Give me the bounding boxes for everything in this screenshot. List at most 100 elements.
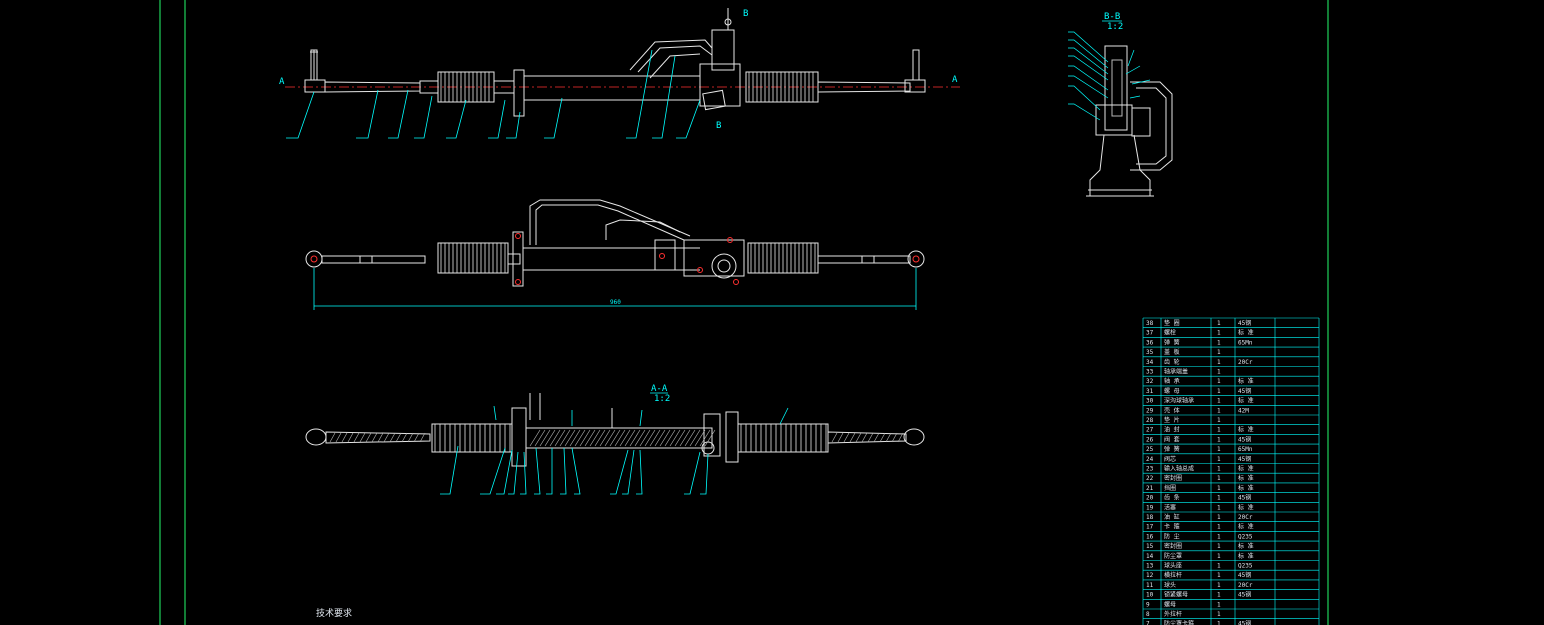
section-aa-scale: 1:2	[654, 394, 670, 404]
section-bb-leaders	[1068, 31, 1151, 121]
bom-name: 螺 母	[1164, 387, 1180, 395]
hatch-line	[654, 429, 666, 447]
bom-no: 33	[1146, 369, 1154, 376]
hatch-line	[594, 429, 606, 447]
bom-material: 标 准	[1238, 426, 1254, 434]
hatch-line	[704, 429, 716, 447]
bom-qty: 1	[1217, 456, 1221, 463]
hatch-line	[689, 429, 701, 447]
bom-name: 活塞	[1164, 503, 1176, 511]
hatch-line	[401, 432, 408, 443]
hatch-line	[574, 429, 586, 447]
hatch-line	[849, 432, 856, 443]
bom-material: 65Mn	[1238, 339, 1253, 346]
bom-material: 标 准	[1238, 484, 1254, 492]
bom-name: 螺母	[1164, 600, 1176, 608]
hatch-line	[879, 432, 886, 443]
front-view	[285, 8, 960, 117]
hatch-line	[699, 429, 711, 447]
bom-name: 垫 片	[1164, 416, 1180, 424]
bom-no: 21	[1146, 485, 1154, 492]
bom-name: 螺栓	[1164, 329, 1176, 337]
bom-qty: 1	[1217, 446, 1221, 453]
bom-material: 20Cr	[1238, 582, 1253, 589]
section-aa-label: A-A 1:2	[650, 384, 670, 404]
bom-qty: 1	[1217, 466, 1221, 473]
bom-name: 壳 体	[1164, 406, 1180, 414]
hatch-line	[335, 432, 342, 443]
leaders-top	[286, 49, 701, 139]
bom-no: 17	[1146, 524, 1154, 531]
hatch-line	[664, 429, 676, 447]
hatch-line	[539, 429, 551, 447]
bom-name: 齿 轮	[1164, 358, 1180, 366]
bom-qty: 1	[1217, 485, 1221, 492]
hatch-line	[359, 432, 366, 443]
hatch-line	[579, 429, 591, 447]
overall-length-dimension: 960	[610, 299, 621, 306]
hatch-line	[669, 429, 681, 447]
cut-marker-a-left: A	[279, 77, 285, 87]
hatch-line	[544, 429, 556, 447]
bom-name: 油 缸	[1164, 513, 1180, 521]
bom-name: 深沟球轴承	[1164, 397, 1194, 405]
hatch-line	[529, 429, 541, 447]
section-bb-title: B-B	[1104, 12, 1120, 22]
bom-qty: 1	[1217, 524, 1221, 531]
bom-qty: 1	[1217, 611, 1221, 618]
bom-no: 37	[1146, 330, 1154, 337]
hatch-line	[694, 429, 706, 447]
hatch-line	[885, 432, 892, 443]
bom-name: 盖 板	[1164, 348, 1180, 356]
bom-qty: 1	[1217, 572, 1221, 579]
bom-material: 标 准	[1238, 523, 1254, 531]
hatch-line	[554, 429, 566, 447]
cut-markers: A A B B	[279, 9, 958, 131]
bom-name: 齿 条	[1164, 494, 1180, 502]
hatch-line	[584, 429, 596, 447]
bom-name: 密封圈	[1164, 474, 1182, 482]
hatch-line	[674, 429, 686, 447]
bom-no: 22	[1146, 475, 1154, 482]
bom-qty: 1	[1217, 369, 1221, 376]
hatch-line	[549, 429, 561, 447]
bom-name: 防尘罩	[1164, 552, 1182, 560]
hatch-line	[353, 432, 360, 443]
bom-qty: 1	[1217, 407, 1221, 414]
bom-material: 标 准	[1238, 377, 1254, 385]
bom-qty: 1	[1217, 543, 1221, 550]
bom-no: 30	[1146, 398, 1154, 405]
bom-name: 外拉杆	[1164, 610, 1182, 618]
hatch-line	[891, 432, 898, 443]
bom-material: 45钢	[1238, 620, 1251, 625]
bom-material: 45钢	[1238, 494, 1251, 502]
bom-qty: 1	[1217, 339, 1221, 346]
hatch-line	[609, 429, 621, 447]
hatch-line	[407, 432, 414, 443]
bom-qty: 1	[1217, 592, 1221, 599]
hatch-line	[649, 429, 661, 447]
bom-material: 45钢	[1238, 387, 1251, 395]
bom-no: 10	[1146, 592, 1154, 599]
bom-no: 18	[1146, 514, 1154, 521]
hatch-line	[679, 429, 691, 447]
bom-qty: 1	[1217, 514, 1221, 521]
